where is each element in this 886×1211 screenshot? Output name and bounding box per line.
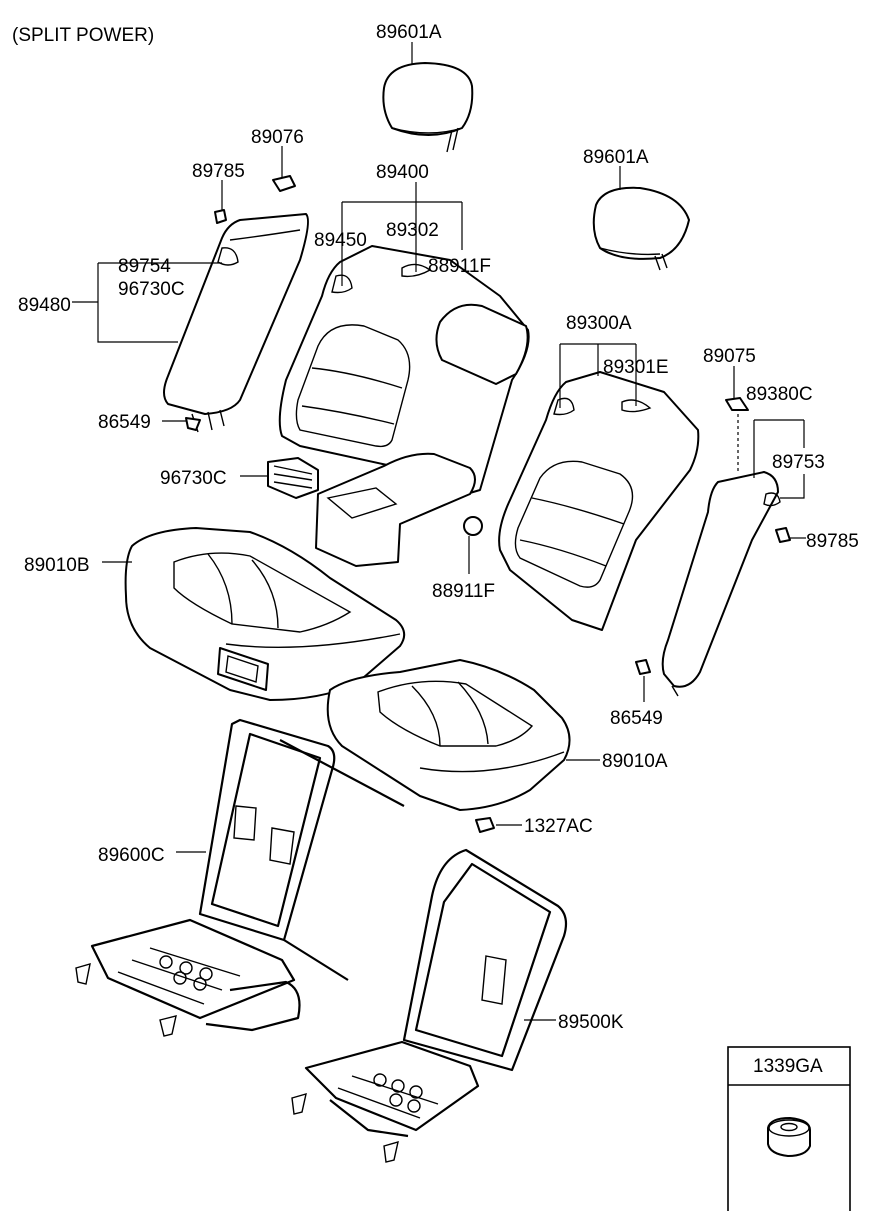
callout-86549-left: 86549	[98, 412, 151, 433]
callout-96730C-side: 96730C	[118, 279, 185, 300]
ring-88911F-part[interactable]	[463, 516, 483, 536]
cushion-right-part[interactable]	[326, 659, 571, 811]
frame-right-part[interactable]	[291, 848, 568, 1163]
back-assembly-left-part[interactable]	[278, 245, 530, 501]
armrest-part[interactable]	[315, 452, 476, 567]
legend-box-label: 1339GA	[753, 1056, 823, 1077]
nut-1339GA-part[interactable]	[767, 1117, 811, 1157]
callout-89500K: 89500K	[558, 1012, 624, 1033]
headrest-left-part[interactable]	[382, 62, 474, 153]
back-assembly-right-part[interactable]	[498, 371, 700, 631]
callout-89753: 89753	[772, 452, 825, 473]
callout-96730C-switch: 96730C	[160, 468, 227, 489]
bolt-86549-right-part[interactable]	[635, 659, 651, 675]
frame-left-part[interactable]	[75, 718, 405, 1037]
callout-89785-right: 89785	[806, 531, 859, 552]
callout-89754: 89754	[118, 256, 171, 277]
callout-89785-left: 89785	[192, 161, 245, 182]
legend-box: 1339GA	[727, 1046, 851, 1211]
callout-89400: 89400	[376, 162, 429, 183]
headrest-right-part[interactable]	[592, 186, 690, 271]
callout-89380C: 89380C	[746, 384, 813, 405]
callout-headrest-left: 89601A	[376, 22, 442, 43]
callout-89480: 89480	[18, 295, 71, 316]
side-bolster-left-part[interactable]	[163, 213, 309, 433]
callout-1327AC: 1327AC	[524, 816, 593, 837]
switch-96730C-part[interactable]	[267, 457, 319, 499]
callout-88911F-bottom: 88911F	[432, 581, 495, 602]
callout-89302: 89302	[386, 220, 439, 241]
callout-89300A: 89300A	[566, 313, 632, 334]
cushion-left-part[interactable]	[124, 527, 406, 701]
callout-headrest-right: 89601A	[583, 147, 649, 168]
callout-89010A: 89010A	[602, 751, 668, 772]
clip-89785-left-part[interactable]	[214, 209, 227, 224]
cover-89076-part[interactable]	[272, 175, 296, 192]
diagram-title: (SPLIT POWER)	[12, 25, 154, 46]
callout-89076: 89076	[251, 127, 304, 148]
bolt-86549-left-part[interactable]	[185, 417, 201, 431]
nut-1327AC-part[interactable]	[475, 817, 495, 833]
callout-86549-right: 86549	[610, 708, 663, 729]
side-bolster-right-part[interactable]	[661, 471, 781, 697]
clip-89785-right-part[interactable]	[775, 527, 791, 543]
callout-89301E: 89301E	[603, 357, 669, 378]
part-89075-part[interactable]	[725, 397, 749, 411]
callout-89010B: 89010B	[24, 555, 90, 576]
callout-89075: 89075	[703, 346, 756, 367]
callout-88911F-top: 88911F	[428, 256, 491, 277]
callout-89450: 89450	[314, 230, 367, 251]
callout-89600C: 89600C	[98, 845, 165, 866]
